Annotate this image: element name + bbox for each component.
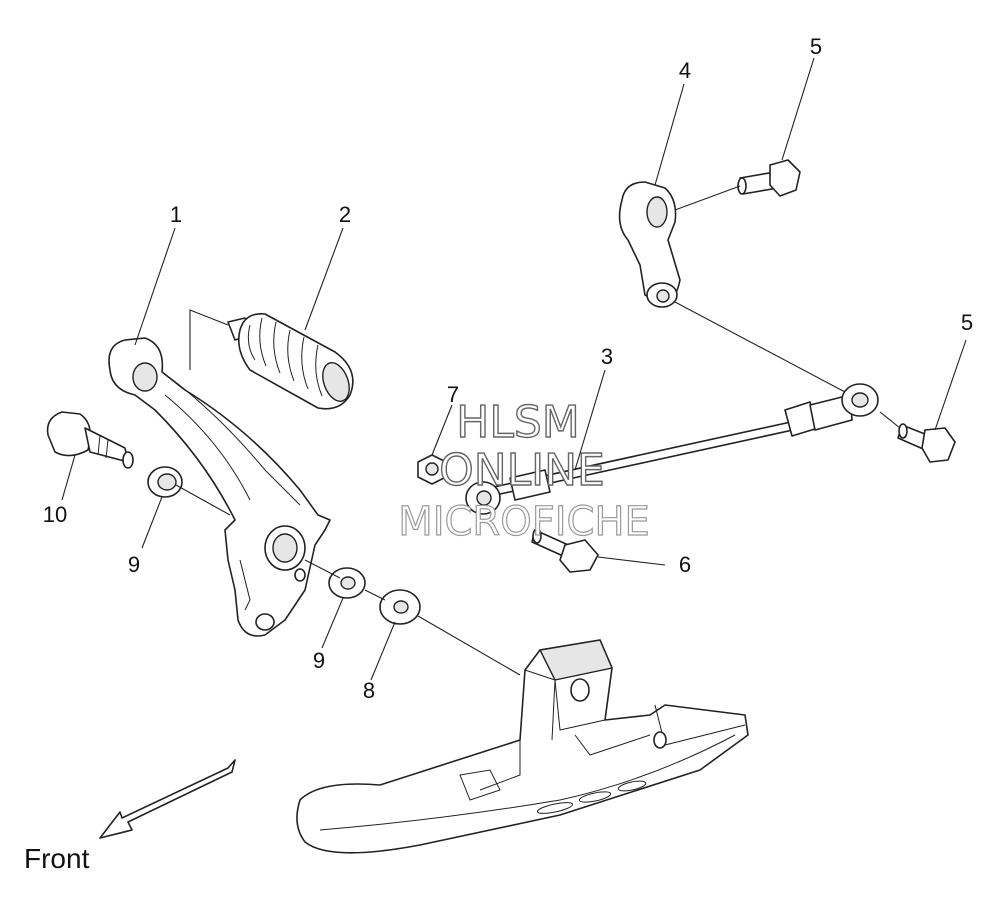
callout-3: 3 [601, 344, 613, 369]
callout-6: 6 [679, 552, 691, 577]
shift-arm [618, 181, 681, 308]
callout-7: 7 [447, 382, 459, 407]
washer-lower [328, 567, 366, 599]
bolt-right [897, 423, 956, 463]
callout-labels: 1 2 3 4 5 5 6 7 8 9 9 10 [43, 34, 973, 703]
front-label: Front [24, 843, 90, 874]
bolt-upper [737, 159, 801, 197]
watermark-line-3: MICROFICHE [398, 499, 650, 545]
callout-9-lower: 9 [313, 648, 325, 673]
callout-10: 10 [43, 502, 67, 527]
callout-8: 8 [363, 678, 375, 703]
callout-2: 2 [339, 202, 351, 227]
callout-5-upper: 5 [810, 34, 822, 59]
shift-lever [108, 337, 331, 637]
watermark-line-2: ONLINE [439, 445, 605, 496]
watermark: HLSM ONLINE MICROFICHE [398, 396, 651, 545]
callout-4: 4 [679, 58, 691, 83]
pivot-bolt [46, 411, 134, 469]
callout-9-upper: 9 [128, 552, 140, 577]
watermark-line-1: HLSM [456, 397, 580, 448]
callout-leaders [61, 57, 967, 681]
assembly-lines [175, 185, 901, 676]
washer-large [379, 589, 421, 625]
front-arrow-icon [99, 759, 236, 839]
shift-rod [465, 383, 879, 515]
shift-peg-rubber [189, 309, 354, 410]
footrest-bracket [296, 639, 749, 854]
callout-1: 1 [170, 202, 182, 227]
bolt-rod-end [531, 528, 599, 573]
bushing-upper [147, 466, 183, 498]
callout-5-right: 5 [961, 310, 973, 335]
